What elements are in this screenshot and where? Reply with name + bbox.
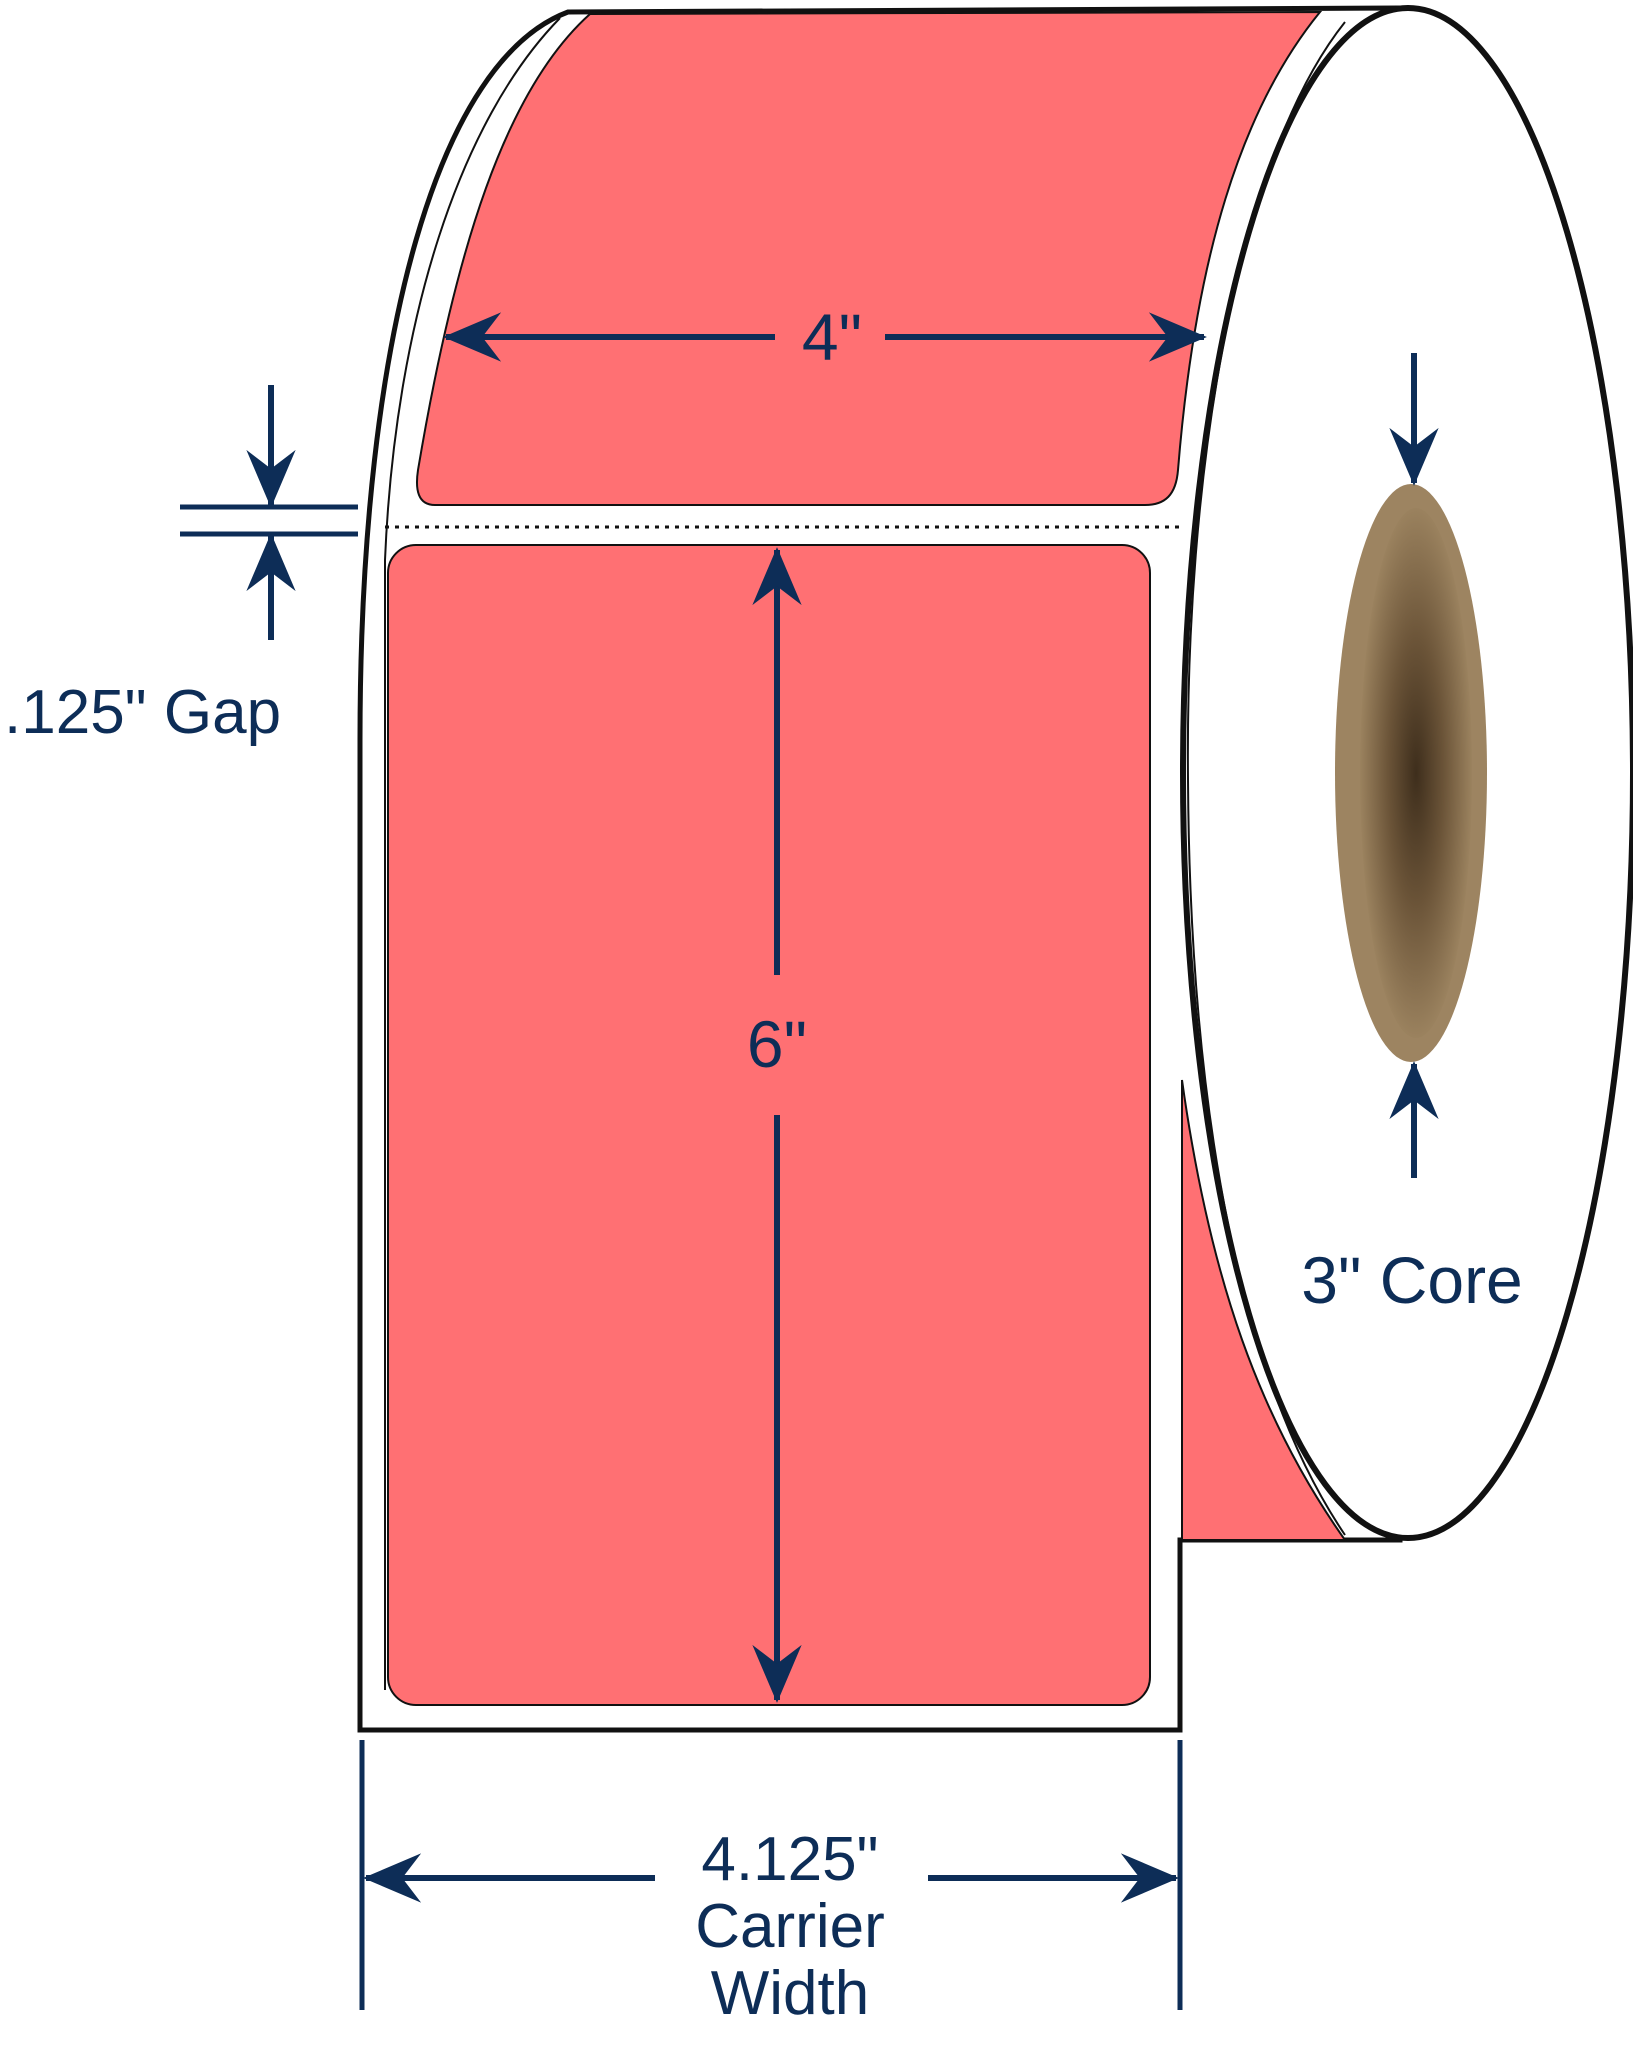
label-on-roll: [416, 10, 1323, 506]
carrier-width-label-1: Carrier: [695, 1892, 884, 1961]
core-inner: [1360, 508, 1472, 1038]
label-unrolled: [387, 544, 1151, 1706]
label-height-text: 6": [747, 1007, 807, 1081]
carrier-width-label-2: Width: [711, 1959, 869, 2028]
label-width-text: 4": [802, 300, 862, 374]
core-text: 3" Core: [1301, 1243, 1523, 1317]
roll-inner-edge: [384, 17, 561, 1690]
carrier-width-value: 4.125": [701, 1825, 878, 1894]
gap-text: .125" Gap: [4, 678, 281, 747]
label-stack-side: [1181, 1079, 1347, 1541]
roll-end-inner-edge: [1186, 21, 1346, 1536]
